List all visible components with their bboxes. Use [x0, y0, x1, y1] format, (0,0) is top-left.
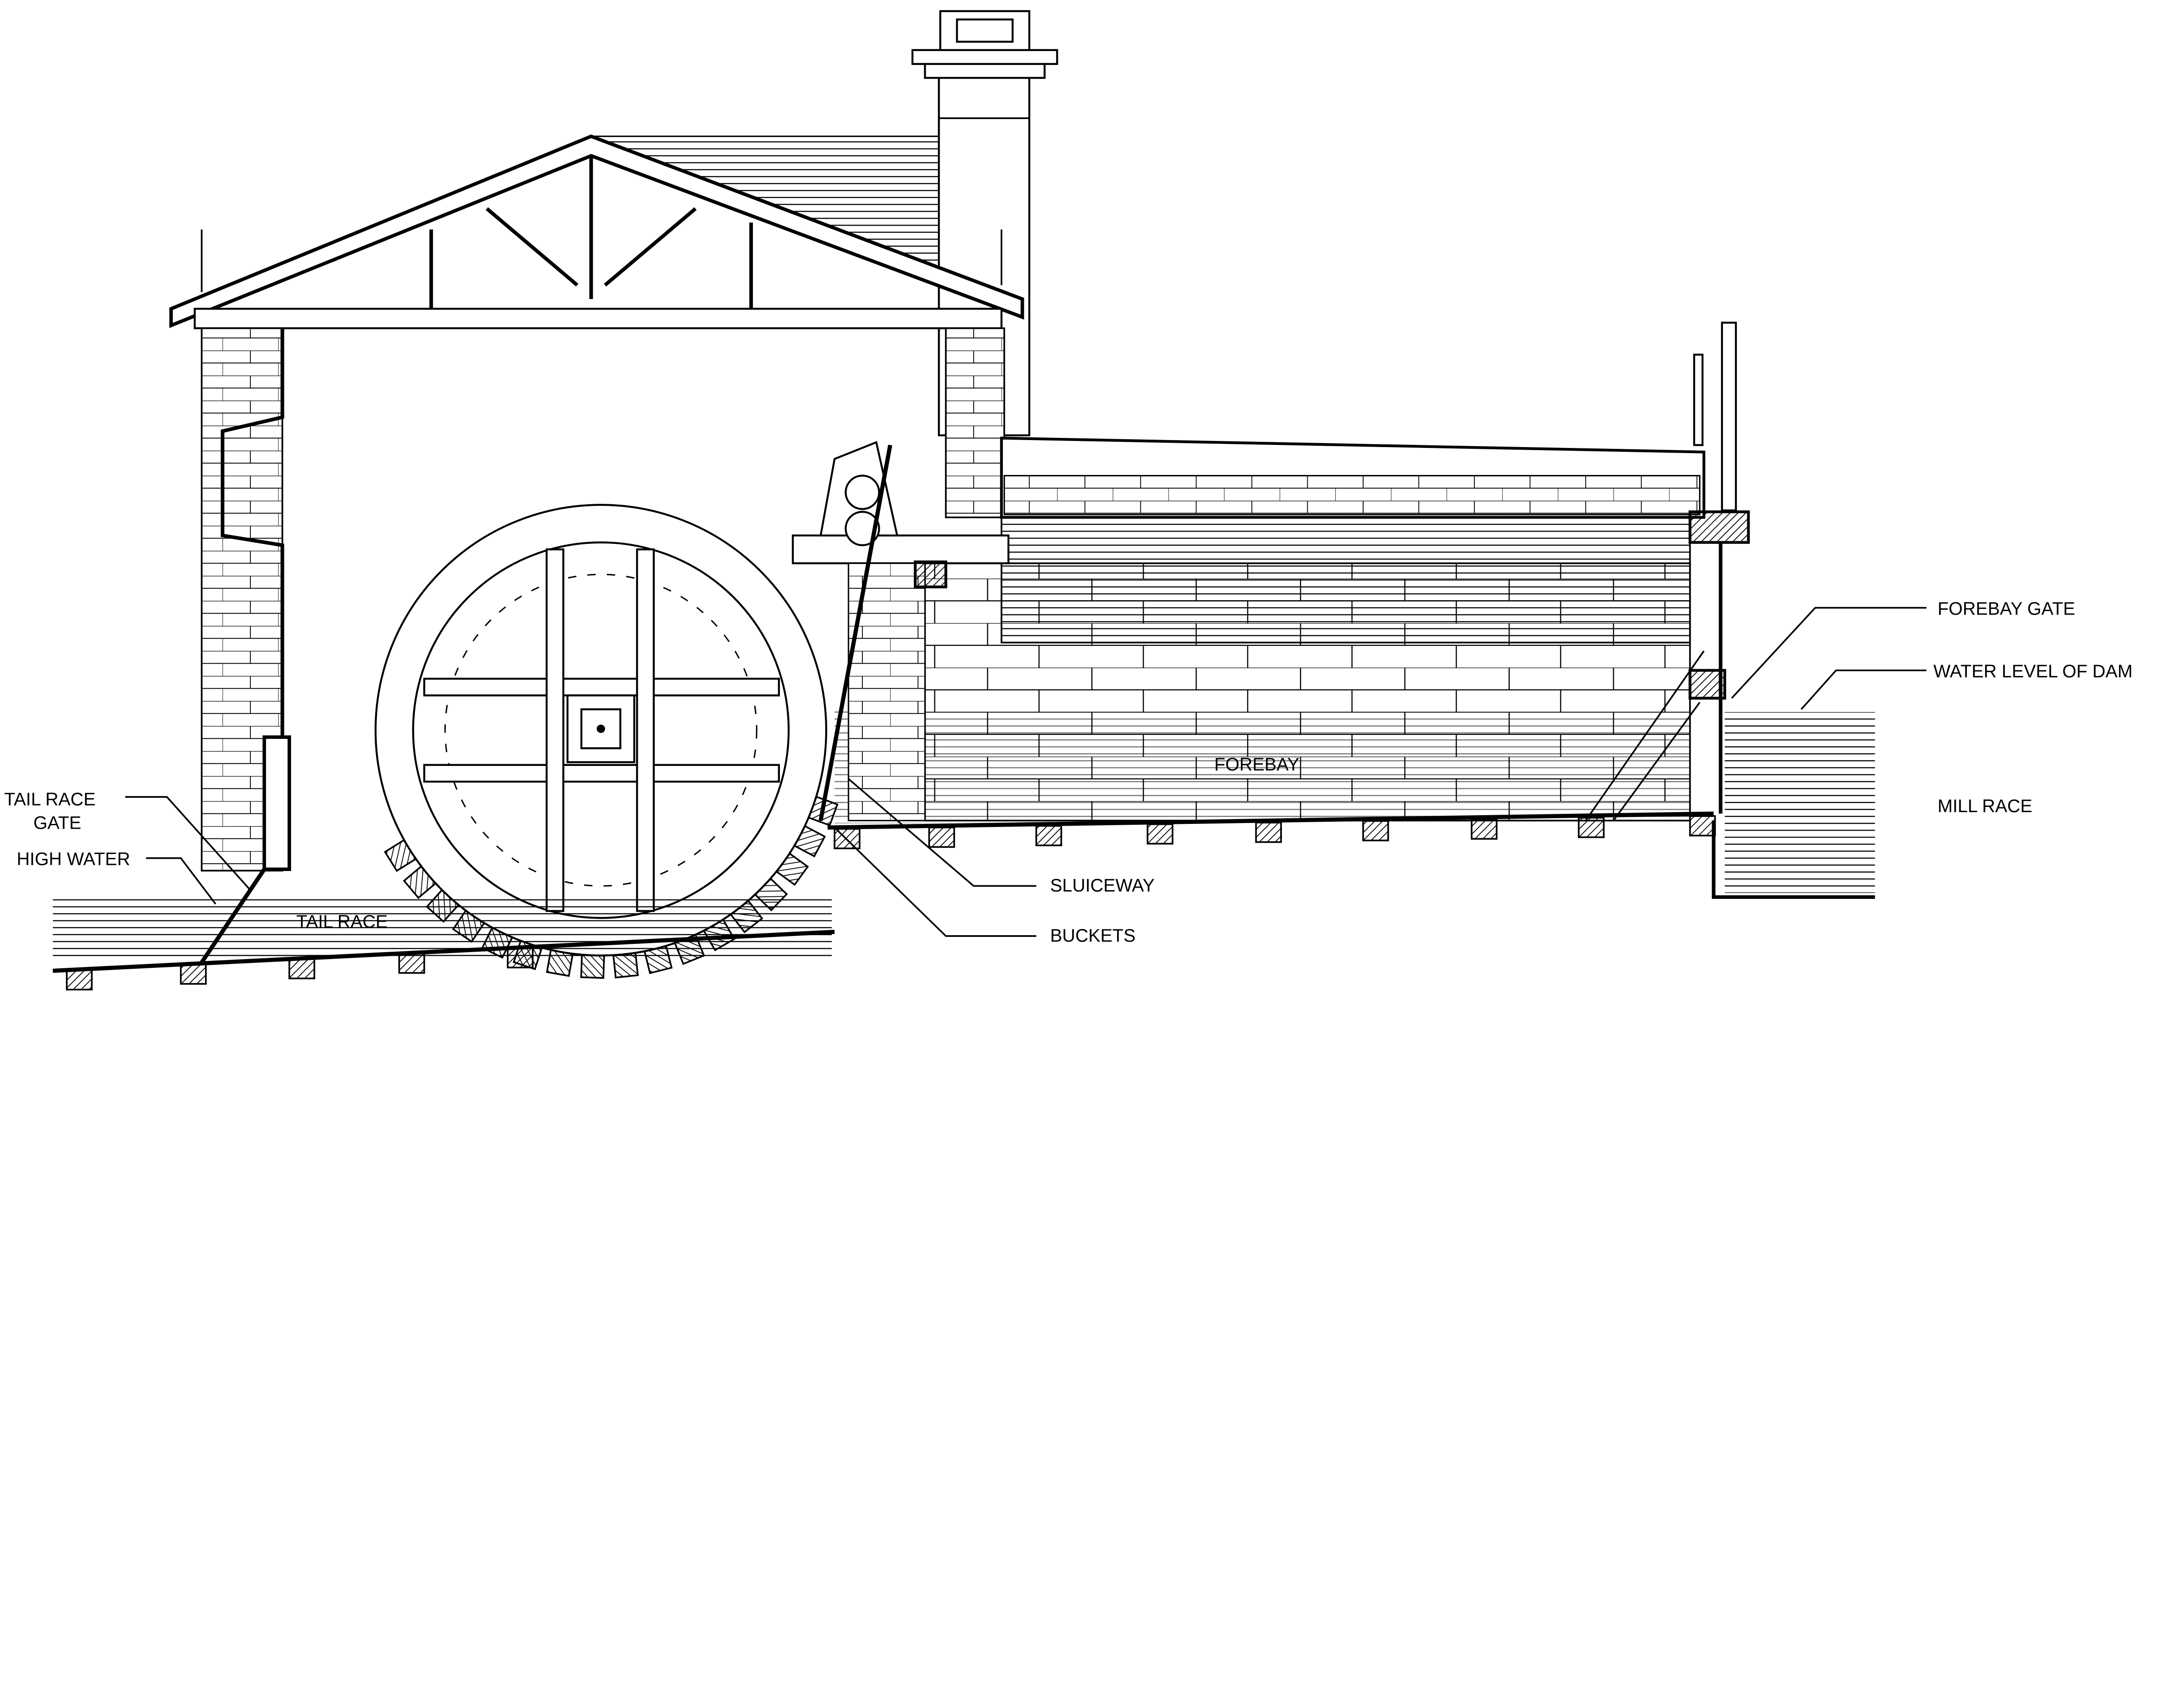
- footing-block: [1578, 817, 1605, 838]
- footing-block: [1362, 820, 1389, 841]
- bucket: [793, 825, 826, 857]
- label-mill-race: MILL RACE: [1938, 796, 2032, 816]
- footing-block: [1146, 823, 1174, 845]
- mill-race-water: [1712, 712, 1875, 899]
- tail-race-water: [52, 815, 1716, 991]
- right-wall: [945, 327, 1005, 519]
- label-high-water: HIGH WATER: [17, 848, 130, 869]
- label-water-level-of-dam: WATER LEVEL OF DAM: [1933, 661, 2133, 681]
- footing-block: [1255, 822, 1282, 843]
- water-wheel: [374, 504, 839, 979]
- footing-block: [66, 969, 93, 991]
- label-tail-race-gate-line2: GATE: [34, 813, 82, 833]
- mill-section-drawing: FOREBAY GATE WATER LEVEL OF DAM MILL RAC…: [4, 10, 2133, 991]
- mill-cross-section: FOREBAY GATE WATER LEVEL OF DAM MILL RAC…: [4, 10, 2133, 991]
- bucket: [384, 839, 417, 872]
- footing-block: [1035, 825, 1062, 847]
- footing-block: [288, 958, 315, 980]
- leader-lines: [125, 607, 1927, 937]
- footing-block: [1470, 818, 1498, 840]
- footing-block: [1689, 815, 1716, 837]
- sluiceway-chute: [818, 444, 892, 821]
- footing-block: [928, 827, 955, 848]
- footing-block: [180, 963, 207, 985]
- footing-block: [398, 953, 425, 974]
- bucket: [775, 852, 809, 886]
- label-tail-race: TAIL RACE: [296, 911, 388, 932]
- label-buckets: BUCKETS: [1050, 925, 1136, 946]
- label-forebay: FOREBAY: [1214, 754, 1299, 775]
- roof-truss: [169, 134, 1024, 329]
- left-wall: [201, 327, 291, 872]
- footing-block: [506, 947, 534, 969]
- bucket: [403, 865, 437, 899]
- label-forebay-gate: FOREBAY GATE: [1938, 598, 2075, 618]
- label-tail-race-gate-line1: TAIL RACE: [4, 789, 96, 809]
- label-sluiceway: SLUICEWAY: [1050, 875, 1155, 895]
- forebay-structure: [827, 321, 1750, 830]
